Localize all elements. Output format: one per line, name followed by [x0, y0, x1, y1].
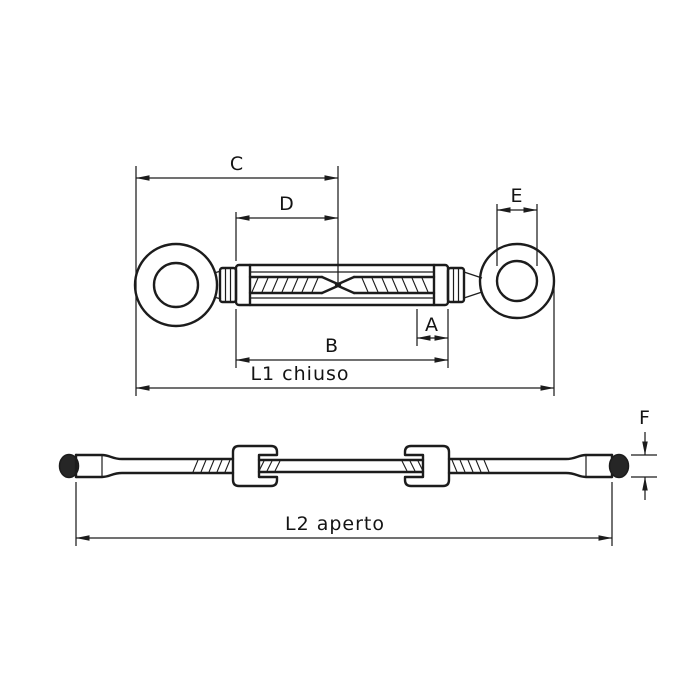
- closed-view-turnbuckle: [133, 242, 556, 328]
- dimension-e: E: [496, 185, 538, 266]
- left-lock-nut: [218, 266, 238, 304]
- dim-label-b: B: [325, 335, 339, 357]
- dim-label-l1-chiuso: L1 chiuso: [250, 363, 349, 385]
- dimension-a: A: [416, 309, 449, 368]
- dimension-l1-closed: L1 chiuso: [135, 286, 555, 396]
- dimension-l2-open: L2 aperto: [75, 482, 613, 546]
- dim-label-d: D: [279, 193, 295, 215]
- right-eye-edge-on: [608, 453, 630, 479]
- right-lock-nut: [446, 266, 483, 304]
- central-stud: [257, 458, 425, 474]
- dimension-b: B: [235, 309, 449, 368]
- right-rod-shank: [447, 453, 614, 479]
- left-body-end-bracket: [231, 444, 279, 488]
- dim-label-f: F: [639, 407, 651, 429]
- dimension-d: D: [235, 193, 339, 261]
- right-body-end-bracket: [403, 444, 451, 488]
- turnbuckle-body: [234, 263, 450, 307]
- right-eye-ring: [478, 242, 556, 320]
- dimension-f: F: [631, 407, 657, 500]
- left-eye-ring: [133, 242, 222, 328]
- dimension-c: C: [135, 153, 339, 396]
- dim-label-l2-aperto: L2 aperto: [285, 513, 385, 535]
- left-eye-edge-on: [58, 453, 80, 479]
- dim-label-a: A: [425, 314, 439, 336]
- dim-label-c: C: [230, 153, 244, 175]
- open-view-turnbuckle: [58, 444, 630, 488]
- left-rod-shank: [74, 453, 235, 479]
- dim-label-e: E: [510, 185, 523, 207]
